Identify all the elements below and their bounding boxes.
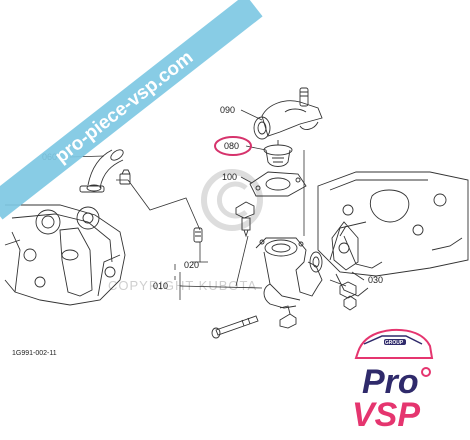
housing-090-drawing <box>253 87 323 140</box>
drawing-code: 1G991-002-11 <box>12 350 57 357</box>
bolt-drawing <box>211 305 297 339</box>
thermostat-080-drawing <box>263 140 293 167</box>
thermostat-body-drawing <box>255 237 323 309</box>
part-label-100: 100 <box>222 172 237 182</box>
watermark-text: COPYRIGHT KUBOTA <box>108 278 257 293</box>
part-label-090: 090 <box>220 105 235 115</box>
logo-word-vsp: VSP <box>352 396 420 434</box>
highlight-ring <box>214 136 252 156</box>
leader-lines <box>69 109 365 300</box>
copyright-watermark: COPYRIGHT KUBOTA <box>108 169 263 293</box>
logo-word-pro: Pro <box>362 363 419 401</box>
water-pump-drawing <box>4 204 126 306</box>
part-label-080: 080 <box>224 141 239 151</box>
logo-dot-icon <box>421 367 431 377</box>
hose-060-drawing <box>79 149 131 193</box>
gasket-030-drawing <box>331 221 359 311</box>
part-label-020: 020 <box>184 260 199 270</box>
part-label-030: 030 <box>368 275 383 285</box>
pro-vsp-logo: GROUP Pro VSP <box>352 328 434 434</box>
temp-sensor-drawing <box>193 201 255 243</box>
gasket-100-drawing <box>249 171 307 197</box>
banner-text: pro-piece-vsp.com <box>51 47 197 168</box>
part-label-010: 010 <box>153 281 168 291</box>
logo-tag: GROUP <box>385 340 404 346</box>
engine-block-drawing <box>317 171 469 297</box>
